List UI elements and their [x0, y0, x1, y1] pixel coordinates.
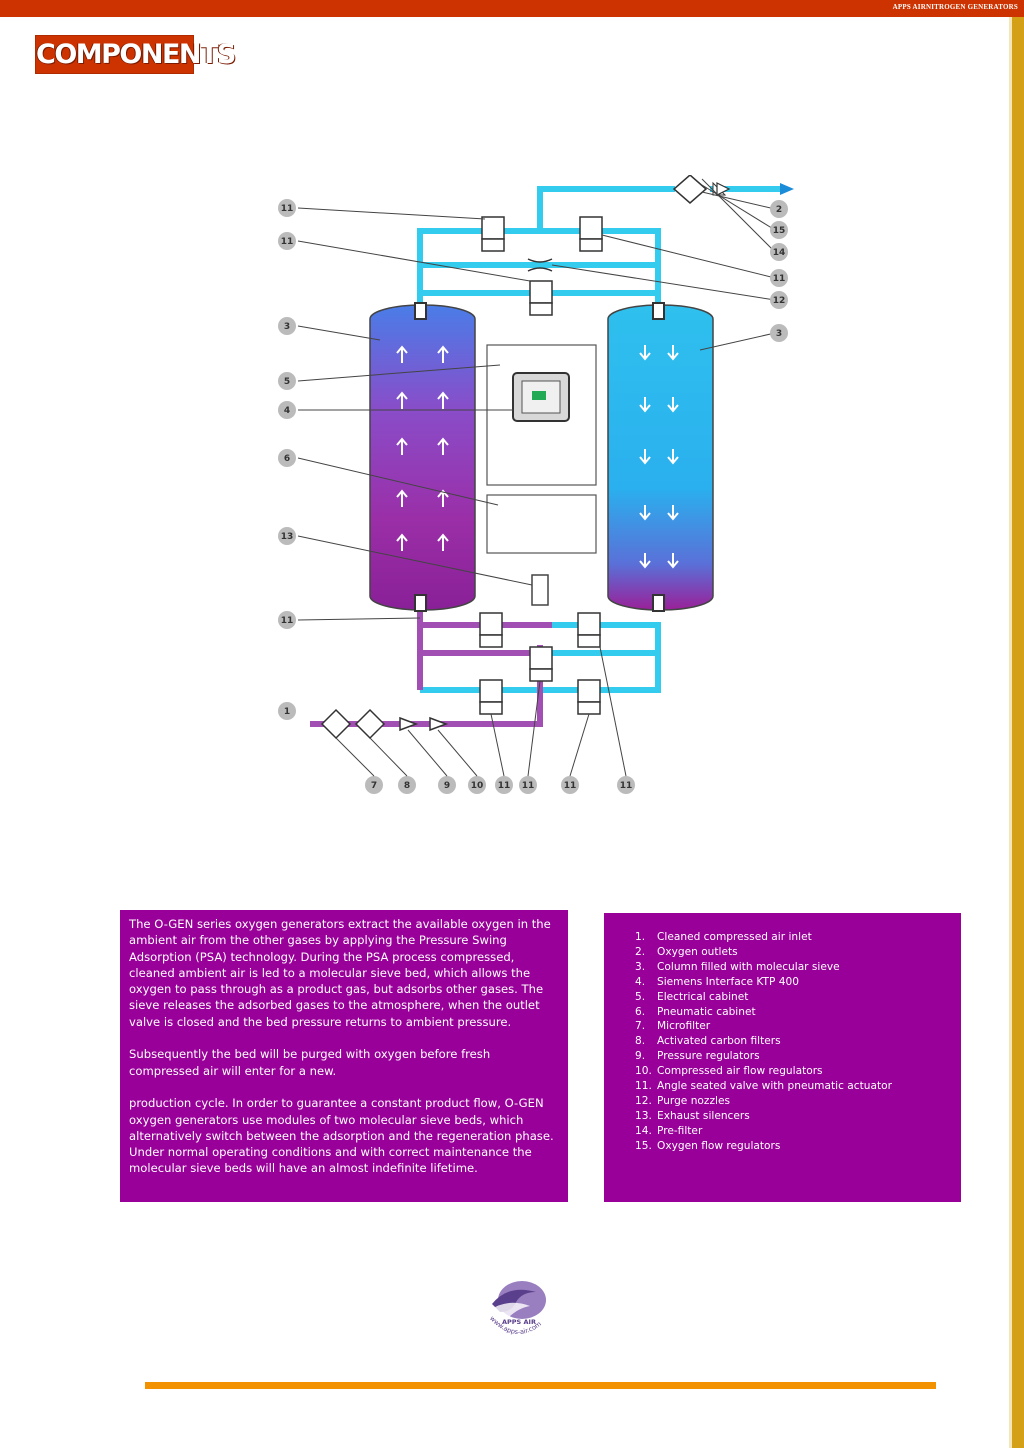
- svg-text:9: 9: [444, 781, 450, 791]
- page-title-box: COMPONENTS: [35, 35, 236, 74]
- svg-text:12: 12: [773, 296, 786, 306]
- legend-item: 6.Pneumatic cabinet: [635, 1005, 756, 1018]
- right-sieve-column: [607, 304, 714, 611]
- description-paragraph-2: Subsequently the bed will be purged with…: [129, 1047, 491, 1078]
- svg-text:13: 13: [281, 532, 294, 542]
- svg-text:11: 11: [281, 616, 294, 626]
- description-panel: The O-GEN series oxygen generators extra…: [120, 910, 568, 1202]
- svg-text:1: 1: [284, 707, 290, 717]
- left-sieve-column: [369, 304, 476, 611]
- svg-text:3: 3: [284, 322, 290, 332]
- legend-panel: 1.Cleaned compressed air inlet 2.Oxygen …: [604, 913, 961, 1202]
- header-bar: APPS AIRNITROGEN GENERATORS: [0, 0, 1024, 17]
- legend-item: 15.Oxygen flow regulators: [635, 1139, 781, 1152]
- svg-text:10: 10: [471, 781, 484, 791]
- svg-text:7: 7: [371, 781, 377, 791]
- svg-text:5: 5: [284, 377, 290, 387]
- description-text: The O-GEN series oxygen generators extra…: [129, 916, 561, 1193]
- svg-text:11: 11: [564, 781, 577, 791]
- legend-item: 5.Electrical cabinet: [635, 990, 749, 1003]
- svg-text:8: 8: [404, 781, 410, 791]
- footer-line: [145, 1382, 936, 1389]
- logo-brand: APPS AIR: [502, 1318, 536, 1326]
- pneumatic-cabinet: [486, 494, 597, 554]
- legend-item: 4.Siemens Interface KTP 400: [635, 975, 799, 988]
- legend-item: 11.Angle seated valve with pneumatic act…: [635, 1080, 892, 1093]
- legend-item: 9.Pressure regulators: [635, 1050, 760, 1063]
- legend-item: 13.Exhaust silencers: [635, 1109, 750, 1122]
- svg-text:11: 11: [773, 274, 786, 284]
- svg-text:2: 2: [776, 205, 782, 215]
- svg-text:11: 11: [522, 781, 535, 791]
- page-title: COMPONENTS: [36, 39, 236, 70]
- svg-text:11: 11: [281, 237, 294, 247]
- svg-text:11: 11: [620, 781, 633, 791]
- legend-item: 12.Purge nozzles: [635, 1094, 730, 1107]
- right-flow-arrows: [639, 345, 679, 569]
- svg-text:11: 11: [281, 204, 294, 214]
- diagram-labels-right: 2 15 14 11 12 3: [770, 200, 788, 342]
- legend-item: 3.Column filled with molecular sieve: [635, 960, 840, 973]
- legend-item: 8.Activated carbon filters: [635, 1035, 781, 1048]
- sidebar-accent: [1012, 17, 1024, 1448]
- sidebar-accent-light: [1009, 17, 1012, 1448]
- svg-text:11: 11: [498, 781, 511, 791]
- electrical-cabinet: [486, 344, 597, 486]
- legend-item: 2.Oxygen outlets: [635, 945, 738, 958]
- legend-item: 1.Cleaned compressed air inlet: [635, 931, 812, 943]
- exhaust-silencer: [531, 574, 549, 606]
- svg-text:3: 3: [776, 329, 782, 339]
- legend-item: 10.Compressed air flow regulators: [635, 1065, 823, 1078]
- svg-text:4: 4: [284, 406, 290, 416]
- psa-diagram: 11 11 3 5 4 6 13 11 1 2 15 14 11 12 3 7 …: [278, 175, 794, 794]
- left-flow-arrows: [396, 345, 449, 551]
- apps-air-logo: APPS AIR www.apps-air.com: [488, 1281, 546, 1336]
- description-paragraph-1: The O-GEN series oxygen generators extra…: [129, 917, 551, 1029]
- legend-list: 1.Cleaned compressed air inlet 2.Oxygen …: [635, 930, 892, 1154]
- legend-item: 14.Pre-filter: [635, 1124, 703, 1137]
- header-brand-text: APPS AIRNITROGEN GENERATORS: [892, 3, 1018, 11]
- svg-text:14: 14: [773, 248, 786, 258]
- air-piping: [310, 605, 552, 727]
- inlet-components: [320, 708, 449, 740]
- outlet-filter: [672, 175, 708, 204]
- svg-text:15: 15: [773, 226, 786, 236]
- outlet-arrow-icon: [780, 183, 794, 195]
- diagram-labels-left: 11 11 3 5 4 6 13 11 1: [278, 199, 296, 720]
- svg-text:6: 6: [284, 454, 290, 464]
- valves: [479, 216, 603, 715]
- legend-item: 7.Microfilter: [635, 1020, 711, 1033]
- diagram-labels-bottom: 7 8 9 10 11 11 11 11: [365, 776, 635, 794]
- description-paragraph-3: production cycle. In order to guarantee …: [129, 1096, 554, 1176]
